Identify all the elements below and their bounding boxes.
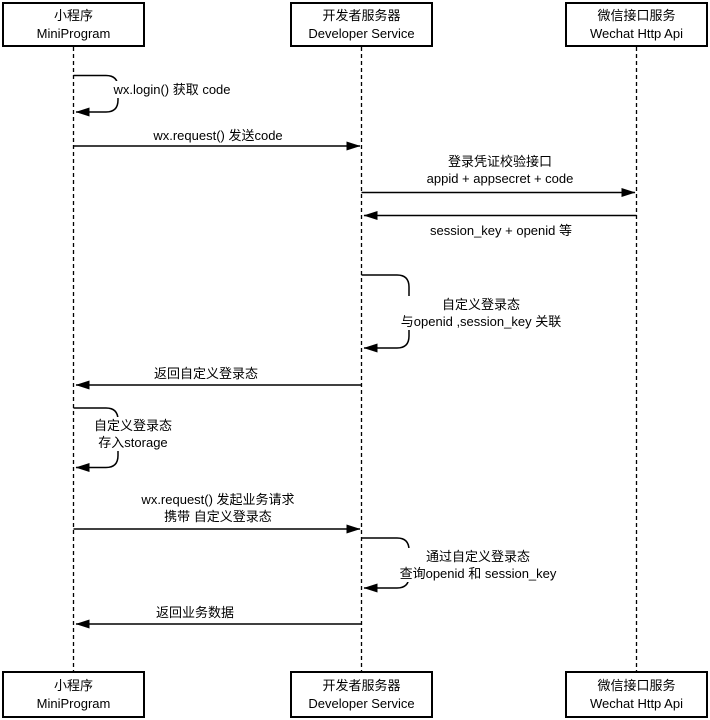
message-label-line: 通过自定义登录态 — [397, 548, 559, 565]
message-label-wx-login: wx.login() 获取 code — [111, 81, 233, 98]
actor-label-en: MiniProgram — [36, 695, 111, 711]
message-label-query-openid: 通过自定义登录态 查询openid 和 session_key — [397, 548, 559, 582]
actor-bottom-miniprogram: 小程序 MiniProgram — [2, 671, 145, 718]
actor-label-en: Developer Service — [308, 25, 415, 41]
message-label-line: wx.login() 获取 code — [111, 81, 233, 98]
message-label-line: 返回自定义登录态 — [153, 366, 259, 381]
actor-label-zh: 小程序 — [53, 7, 93, 23]
message-label-business-request: wx.request() 发起业务请求 携带 自定义登录态 — [141, 491, 294, 525]
message-label-line: 自定义登录态 — [398, 296, 564, 313]
actor-label-zh: 开发者服务器 — [322, 677, 401, 693]
actor-top-miniprogram: 小程序 MiniProgram — [2, 2, 145, 47]
actor-bottom-wechat: 微信接口服务 Wechat Http Api — [565, 671, 708, 718]
message-label-line: 存入storage — [91, 434, 175, 451]
actor-label-zh: 开发者服务器 — [322, 7, 401, 23]
message-label-line: 登录凭证校验接口 — [447, 154, 553, 169]
actor-label-zh: 微信接口服务 — [597, 677, 676, 693]
actor-label-en: MiniProgram — [36, 25, 111, 41]
actor-bottom-developer: 开发者服务器 Developer Service — [290, 671, 433, 718]
actor-label-en: Wechat Http Api — [590, 25, 683, 41]
actor-top-wechat: 微信接口服务 Wechat Http Api — [565, 2, 708, 47]
message-label-wx-request-send-code: wx.request() 发送code — [153, 127, 282, 144]
message-label-line: wx.request() 发送code — [153, 128, 283, 143]
message-label-session-key-return: session_key + openid 等 — [430, 222, 572, 239]
message-label-return-business-data: 返回业务数据 — [156, 604, 234, 621]
message-label-line: 与openid ,session_key 关联 — [398, 313, 564, 330]
actor-top-developer: 开发者服务器 Developer Service — [290, 2, 433, 47]
message-label-line: 自定义登录态 — [91, 417, 175, 434]
message-label-line: wx.request() 发起业务请求 — [141, 492, 295, 507]
actor-label-zh: 小程序 — [53, 677, 93, 693]
message-label-store-storage: 自定义登录态 存入storage — [91, 417, 175, 451]
message-label-line: 返回业务数据 — [155, 605, 235, 620]
message-label-line: appid + appsecret + code — [426, 171, 574, 186]
actor-label-en: Wechat Http Api — [590, 695, 683, 711]
message-label-line: 查询openid 和 session_key — [397, 565, 559, 582]
actor-label-en: Developer Service — [308, 695, 415, 711]
message-label-line: session_key + openid 等 — [429, 223, 573, 238]
message-label-custom-login-state: 自定义登录态 与openid ,session_key 关联 — [398, 296, 564, 330]
message-label-credential-check: 登录凭证校验接口 appid + appsecret + code — [427, 153, 574, 187]
message-label-line: 携带 自定义登录态 — [164, 509, 272, 524]
message-label-return-custom-login-state: 返回自定义登录态 — [154, 365, 258, 382]
actor-label-zh: 微信接口服务 — [597, 7, 676, 23]
